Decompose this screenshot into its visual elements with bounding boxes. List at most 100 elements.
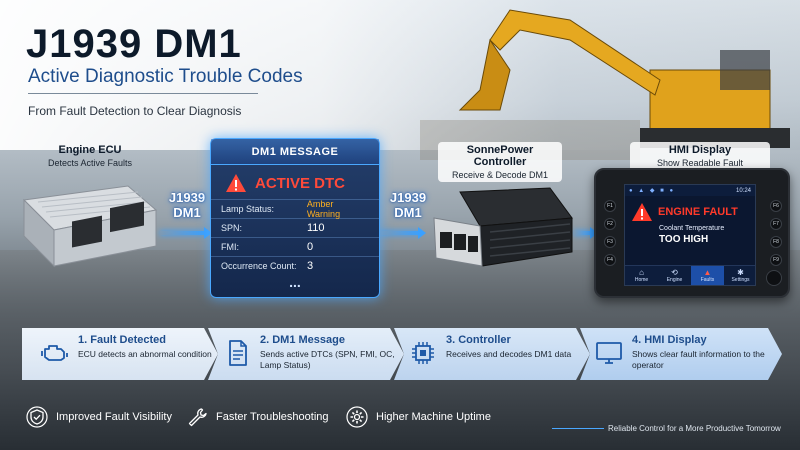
dm1-more-indicator: ... [289, 274, 301, 290]
hmi-time: 10:24 [735, 187, 751, 194]
hmi-nav-engine[interactable]: ⟲ Engine [658, 266, 691, 285]
dm1-row-key: Occurrence Count: [221, 261, 297, 271]
hmi-alert: ENGINE FAULT [631, 202, 749, 222]
engine-ecu-image [22, 185, 158, 268]
step-fault-detected: 1. Fault Detected ECU detects an abnorma… [22, 328, 218, 380]
dm1-row-fmi: FMI: 0 [211, 237, 379, 256]
step-title: 3. Controller [446, 334, 511, 346]
header-divider [28, 93, 258, 94]
dm1-row-value: Amber Warning [306, 199, 341, 219]
wrench-icon [188, 408, 207, 427]
controller-subtitle: Receive & Decode DM1 [451, 170, 549, 180]
step-controller: 3. Controller Receives and decodes DM1 d… [394, 328, 590, 380]
hmi-nav-home[interactable]: ⌂ Home [625, 266, 658, 285]
step-desc: Sends active DTCs (SPN, FMI, OC, Lamp St… [260, 349, 395, 370]
dm1-header: DM1 MESSAGE [211, 139, 379, 165]
protocol-label-1: J1939 DM1 [165, 190, 209, 220]
benefit-faster-troubleshooting: Faster Troubleshooting [186, 406, 329, 428]
monitor-icon [594, 338, 624, 368]
warning-icon: ▲ [703, 268, 712, 277]
hmi-nav-faults[interactable]: ▲ Faults [691, 266, 724, 285]
step-hmi-display: 4. HMI Display Shows clear fault informa… [580, 328, 782, 380]
step-dm1-message: 2. DM1 Message Sends active DTCs (SPN, F… [208, 328, 404, 380]
hmi-button-f9[interactable]: F9 [770, 254, 782, 266]
protocol-label-2-line2: DM1 [394, 205, 422, 220]
protocol-label-1-line2: DM1 [173, 205, 201, 220]
dm1-row-occurrence-count: Occurrence Count: 3 [211, 256, 379, 275]
hmi-alert-text: ENGINE FAULT [658, 206, 738, 218]
step-title: 1. Fault Detected [78, 334, 167, 346]
benefit-label: Higher Machine Uptime [376, 411, 491, 423]
chip-icon [408, 338, 438, 368]
ecu-subtitle: Detects Active Faults [47, 158, 133, 168]
dm1-row-lamp-status: Lamp Status: Amber Warning [211, 199, 379, 219]
hmi-button-f3[interactable]: F3 [604, 236, 616, 248]
hmi-button-f2[interactable]: F2 [604, 218, 616, 230]
warning-triangle-icon [226, 174, 246, 192]
benefit-label: Improved Fault Visibility [56, 411, 172, 423]
hmi-button-f1[interactable]: F1 [604, 200, 616, 212]
gear-icon: ✱ [737, 268, 744, 277]
dm1-row-spn: SPN: 110 [211, 218, 379, 237]
footer-divider [552, 428, 604, 429]
page-subtitle: Active Diagnostic Trouble Codes [28, 66, 303, 87]
hmi-fault-description: Coolant Temperature [659, 225, 725, 232]
step-desc: ECU detects an abnormal condition [78, 349, 212, 359]
flow-arrow-3 [574, 227, 598, 239]
hmi-nav-bar: ⌂ Home ⟲ Engine ▲ Faults ✱ Settings [625, 265, 755, 285]
engine-icon [40, 338, 70, 368]
footer-slogan: Reliable Control for a More Productive T… [608, 424, 781, 433]
hmi-nav-label: Home [634, 277, 649, 283]
document-icon [222, 338, 252, 368]
ecu-title: Engine ECU [58, 144, 122, 156]
home-icon: ⌂ [639, 268, 644, 277]
step-title: 4. HMI Display [632, 334, 707, 346]
process-steps: 1. Fault Detected ECU detects an abnorma… [22, 328, 782, 380]
step-text: 4. HMI Display Shows clear fault informa… [632, 334, 782, 371]
status-icons: ● ▲ ◆ ■ ● [629, 188, 676, 194]
ecu-label: Engine ECU Detects Active Faults [30, 144, 150, 168]
page-tagline: From Fault Detection to Clear Diagnosis [28, 104, 242, 118]
warning-triangle-icon [632, 203, 652, 221]
hmi-button-f4[interactable]: F4 [604, 254, 616, 266]
hmi-screen: ● ▲ ◆ ■ ● 10:24 ENGINE FAULT Coolant Tem… [624, 184, 756, 286]
hmi-nav-settings[interactable]: ✱ Settings [724, 266, 755, 285]
hmi-button-f6[interactable]: F6 [770, 200, 782, 212]
step-text: 2. DM1 Message Sends active DTCs (SPN, F… [260, 334, 404, 371]
dm1-alert-text: ACTIVE DTC [255, 174, 345, 192]
hmi-nav-label: Engine [666, 277, 683, 283]
hmi-status-bar: ● ▲ ◆ ■ ● 10:24 [625, 185, 755, 196]
step-text: 3. Controller Receives and decodes DM1 d… [446, 334, 571, 360]
benefit-fault-visibility: Improved Fault Visibility [26, 406, 172, 428]
step-desc: Receives and decodes DM1 data [446, 349, 572, 359]
controller-title: SonnePower Controller [466, 144, 534, 168]
hmi-button-f8[interactable]: F8 [770, 236, 782, 248]
hmi-rotary-knob[interactable] [766, 270, 782, 286]
sonnepower-controller-image [433, 187, 573, 267]
controller-label: SonnePower Controller Receive & Decode D… [438, 142, 562, 182]
dm1-row-key: FMI: [221, 242, 239, 252]
dm1-alert: ACTIVE DTC [211, 165, 379, 199]
dm1-row-key: Lamp Status: [221, 204, 275, 214]
gear-icon [346, 406, 368, 428]
benefit-machine-uptime: Higher Machine Uptime [346, 406, 491, 428]
hmi-fault-state: TOO HIGH [659, 234, 709, 245]
step-desc: Shows clear fault information to the ope… [632, 349, 765, 370]
flow-arrow-1 [160, 227, 212, 239]
protocol-label-2: J1939 DM1 [386, 190, 430, 220]
dm1-row-value: 110 [307, 222, 325, 234]
flow-arrow-2 [380, 227, 426, 239]
hmi-buttons-right: F6 F7 F8 F9 [770, 200, 782, 266]
hmi-nav-label: Settings [731, 277, 750, 283]
hmi-nav-label: Faults [700, 277, 715, 283]
dm1-message-panel: DM1 MESSAGE ACTIVE DTC Lamp Status: Ambe… [210, 138, 380, 298]
protocol-label-1-line1: J1939 [168, 190, 206, 205]
shield-check-icon [26, 406, 48, 428]
benefit-label: Faster Troubleshooting [216, 411, 329, 423]
step-text: 1. Fault Detected ECU detects an abnorma… [78, 334, 212, 360]
dm1-row-value: 0 [307, 241, 314, 253]
hmi-device: F1 F2 F3 F4 F6 F7 F8 F9 ● ▲ ◆ ■ ● 10:24 … [594, 168, 790, 298]
hmi-button-f7[interactable]: F7 [770, 218, 782, 230]
step-title: 2. DM1 Message [260, 334, 345, 346]
dm1-row-key: SPN: [221, 223, 243, 233]
